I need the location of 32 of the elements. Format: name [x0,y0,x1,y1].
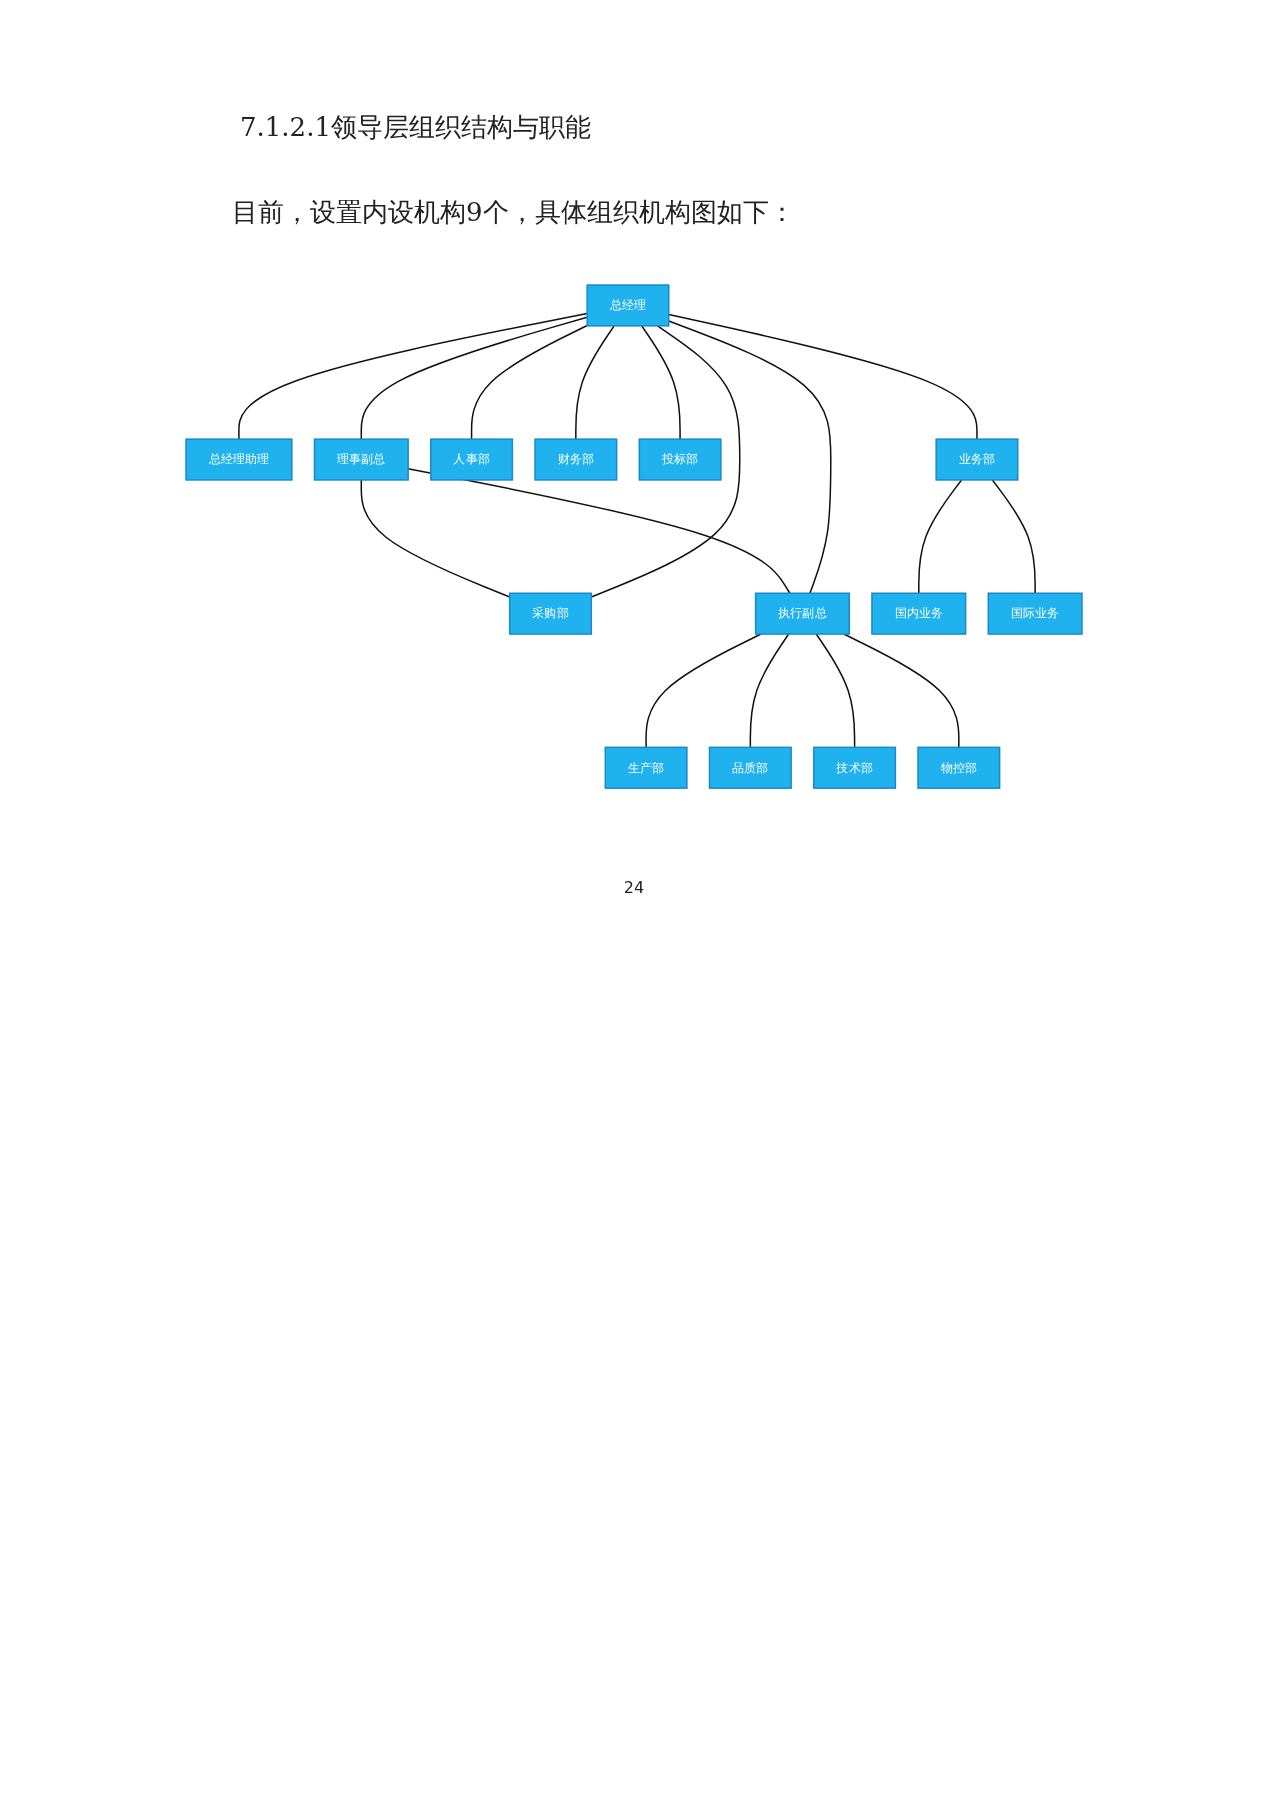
connector [918,479,963,594]
connector [843,633,960,749]
connector [470,324,588,440]
node-box [708,746,792,789]
node-box [586,284,670,327]
node-box [813,746,897,789]
connector [749,633,790,749]
connector [641,325,681,440]
connector [645,633,762,749]
connector [668,313,978,440]
connector [575,325,615,440]
node-box [509,592,593,635]
node-box [430,438,514,481]
node-box [185,438,293,481]
node-box [935,438,1019,481]
connector [238,312,588,440]
node-box [987,592,1083,635]
node-box [534,438,618,481]
node-box [754,592,851,635]
org-chart: 总经理 总经理助理 理事副总 人事部 财务部 投标部 业务部 采购部 执行副总 国内业务 国际业务 生产部 品质部 技术部 物控部 [180,279,1088,795]
node-box [871,592,967,635]
node-box [313,438,409,481]
connector [360,316,588,440]
paragraph: 目前，设置内设机构9个，具体组织机构图如下： [231,196,796,229]
connector [991,479,1036,594]
node-box [638,438,722,481]
connector [668,320,832,594]
connector [815,633,856,749]
section-heading: 7.1.2.1领导层组织结构与职能 [240,111,592,144]
page-number: 24 [622,878,646,898]
node-box [604,746,688,789]
node-box [917,746,1001,789]
